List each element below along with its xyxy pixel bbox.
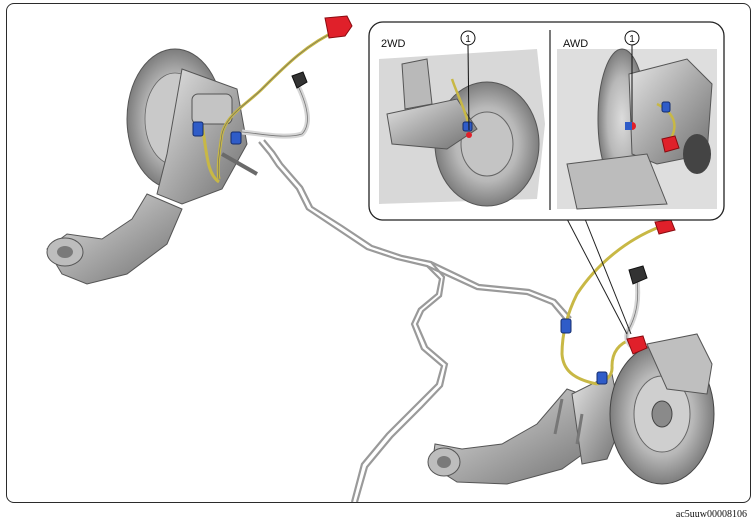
reference-code: ac5uuw00008106	[675, 509, 747, 520]
diagram-frame: 2WD AWD 1 1	[6, 3, 751, 503]
brake-hose-illustration: 2WD AWD 1 1	[46, 15, 725, 502]
inset-2wd-illustration	[379, 49, 545, 207]
label-awd: AWD	[563, 38, 588, 50]
label-2wd: 2WD	[381, 38, 406, 50]
inset-awd-illustration	[557, 48, 717, 210]
left-brake-hose	[200, 27, 341, 184]
right-hose-connector-red	[626, 219, 676, 355]
callout-2wd-number: 1	[465, 34, 471, 45]
right-hose-bracket	[628, 265, 648, 285]
right-knuckle-assembly	[427, 333, 715, 485]
left-hose-bracket	[291, 71, 308, 89]
callout-2wd: 1	[460, 30, 476, 131]
left-hose-clip	[192, 121, 242, 145]
right-hose-clip	[560, 318, 608, 385]
left-hose-connector-red	[324, 15, 353, 39]
callout-awd-number: 1	[629, 34, 635, 45]
brake-pipe	[258, 139, 572, 502]
inset-leader-lines	[566, 218, 632, 335]
left-knuckle-assembly	[46, 48, 258, 285]
detail-inset: 2WD AWD 1 1	[368, 21, 725, 221]
callout-awd: 1	[624, 30, 640, 122]
